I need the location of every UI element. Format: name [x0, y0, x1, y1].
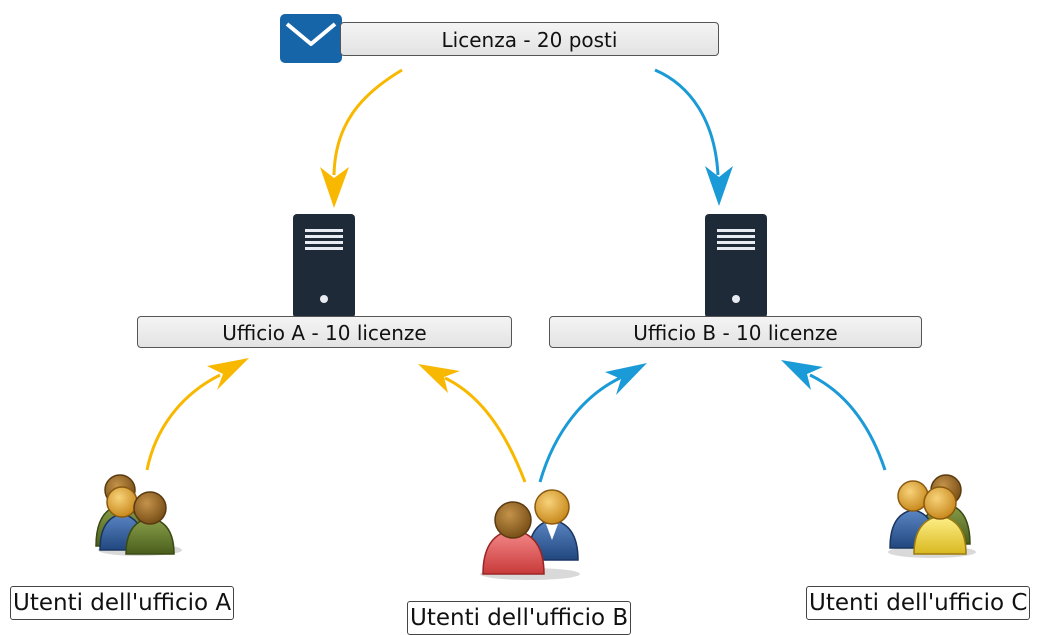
envelope-icon [280, 14, 342, 63]
arrow-license-to-office-b [654, 68, 733, 206]
users-a-label: Utenti dell'ufficio A [10, 586, 235, 620]
users-group-icon [888, 474, 976, 558]
license-label: Licenza - 20 posti [340, 22, 719, 56]
users-group-icon [95, 474, 182, 556]
server-icon [293, 214, 355, 318]
users-group-icon [480, 489, 580, 580]
arrow-license-to-office-a [320, 68, 403, 208]
arrow-users-c-to-office-b [781, 360, 887, 471]
server-icon [705, 214, 767, 318]
arrow-users-a-to-office-a [145, 358, 249, 471]
users-b-label: Utenti dell'ufficio B [407, 601, 632, 635]
office-a-label: Ufficio A - 10 licenze [137, 316, 512, 348]
arrow-users-b-to-office-b [538, 363, 647, 483]
office-b-label: Ufficio B - 10 licenze [549, 316, 922, 348]
users-c-label: Utenti dell'ufficio C [806, 586, 1031, 620]
arrow-users-b-to-office-a [418, 364, 527, 483]
